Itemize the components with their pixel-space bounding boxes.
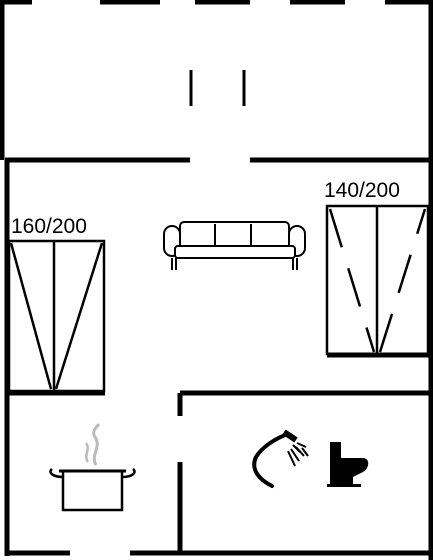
sofa-icon	[163, 221, 306, 270]
shower-icon	[252, 429, 309, 488]
toilet-icon	[327, 442, 369, 487]
main-walls	[4, 157, 431, 556]
bed-right-dashed-lines	[328, 208, 427, 353]
bed-right	[325, 204, 430, 356]
bed-size-label-right: 140/200	[324, 179, 400, 202]
bed-left	[7, 239, 106, 393]
cooking-pot-icon	[49, 423, 136, 512]
top-room-door-marks	[189, 70, 246, 106]
bed-size-label-left: 160/200	[11, 215, 87, 238]
